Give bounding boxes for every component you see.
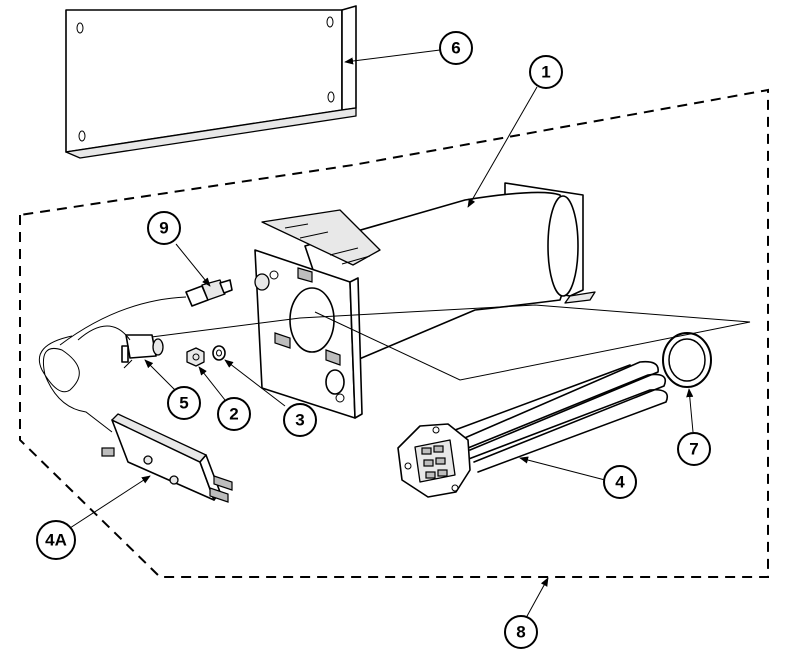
callout-9-label: 9	[159, 219, 168, 238]
callout-4-label: 4	[615, 473, 625, 492]
nut-part-2	[186, 347, 205, 367]
callout-2: 2	[217, 397, 251, 431]
callout-7-label: 7	[689, 440, 698, 459]
callout-9: 9	[147, 211, 181, 245]
callout-3: 3	[283, 403, 317, 437]
assembly-boundary-dashed	[19, 88, 769, 578]
switch-part-5	[121, 334, 164, 369]
gasket-ring-part-7	[662, 332, 712, 388]
heating-element-part-4	[397, 360, 669, 498]
callout-2-label: 2	[229, 405, 238, 424]
washer-part-3	[212, 345, 226, 361]
callout-1: 1	[529, 55, 563, 89]
callout-4: 4	[603, 465, 637, 499]
tank-assembly-part-1	[254, 182, 596, 419]
callout-4a-label: 4A	[45, 531, 67, 550]
leader-arrows	[69, 49, 694, 619]
callout-7: 7	[677, 432, 711, 466]
callout-6: 6	[439, 31, 473, 65]
callout-8: 8	[504, 615, 538, 649]
callout-4a: 4A	[36, 520, 76, 560]
callout-3-label: 3	[295, 411, 304, 430]
cover-panel-part-6	[65, 5, 357, 159]
alignment-line	[127, 304, 751, 381]
callout-1-label: 1	[541, 63, 550, 82]
callout-6-label: 6	[451, 39, 460, 58]
callout-8-label: 8	[516, 623, 525, 642]
callout-5: 5	[167, 386, 201, 420]
thermostat-part-4a	[38, 325, 233, 503]
callout-5-label: 5	[179, 394, 188, 413]
